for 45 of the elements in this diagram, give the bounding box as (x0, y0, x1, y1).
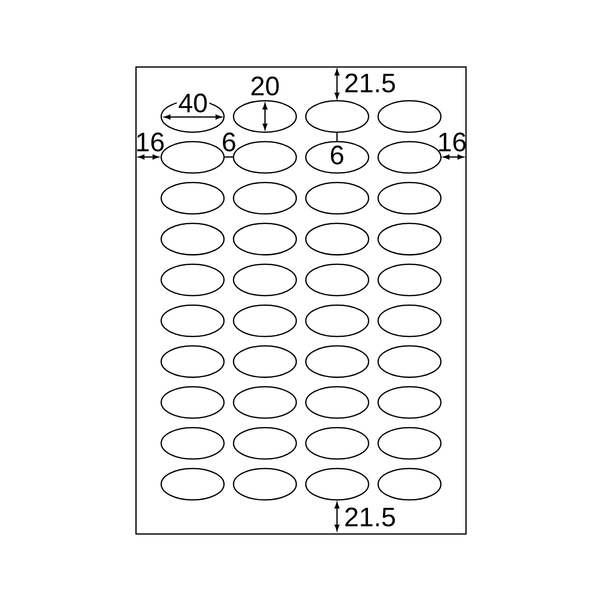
dimension-label: 16 (137, 132, 164, 152)
label-outline (377, 100, 442, 133)
label-outline (160, 222, 225, 256)
label-outline (377, 426, 442, 460)
label-outline (305, 140, 370, 174)
label-outline (160, 304, 225, 338)
label-outline (232, 182, 297, 215)
label-outline (305, 468, 370, 501)
dimension-label: 6 (222, 132, 236, 152)
label-outline (232, 222, 297, 256)
dimension-label: 21.5 (345, 508, 395, 526)
label-outline (377, 386, 442, 419)
dimension-label: 21.5 (345, 74, 395, 92)
label-outline (232, 468, 297, 501)
label-outline (232, 386, 297, 419)
label-outline (232, 426, 297, 460)
label-outline (305, 182, 370, 215)
dimension-label: 20 (252, 76, 279, 96)
label-outline (305, 304, 370, 338)
label-outline (160, 345, 225, 378)
dimension-label: 40 (176, 92, 210, 114)
dimension-label: 6 (330, 146, 344, 164)
dimension-label: 16 (439, 132, 466, 152)
label-outline (377, 182, 442, 215)
label-outline (305, 345, 370, 378)
label-outline (377, 304, 442, 338)
label-outline (377, 264, 442, 296)
label-outline (377, 468, 442, 501)
label-outline (232, 304, 297, 338)
label-outline (232, 100, 297, 133)
label-outline (377, 222, 442, 256)
label-outline (232, 264, 297, 296)
label-outline (160, 182, 225, 215)
label-outline (160, 264, 225, 296)
label-outline (305, 100, 370, 133)
sheet-outline (135, 66, 467, 535)
label-outline (160, 426, 225, 460)
label-outline (232, 345, 297, 378)
label-outline (160, 386, 225, 419)
label-outline (305, 386, 370, 419)
label-outline (305, 426, 370, 460)
label-outline (305, 222, 370, 256)
label-outline (160, 468, 225, 501)
label-outline (377, 345, 442, 378)
label-outline (305, 264, 370, 296)
